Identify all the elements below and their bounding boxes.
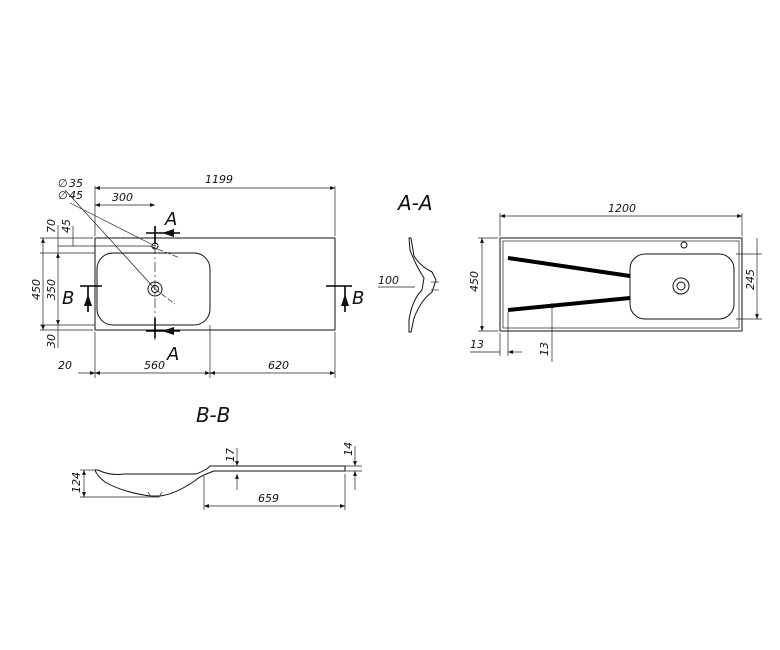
bottom-view: 1200 450 245 13 13 bbox=[468, 202, 762, 362]
dim-30: 30 bbox=[45, 334, 58, 348]
dim-14: 14 bbox=[342, 442, 355, 456]
diameter-symbol-45: ∅ bbox=[58, 189, 68, 202]
top-view: 1199 300 ∅ 35 ∅ 45 450 350 70 45 30 bbox=[30, 173, 364, 378]
dim-560: 560 bbox=[144, 359, 165, 372]
section-marker-a-bottom: A bbox=[166, 344, 179, 365]
diameter-symbol-35: ∅ bbox=[58, 177, 68, 190]
section-a-a: A-A 100 bbox=[378, 191, 439, 333]
section-b-b-title: B-B bbox=[196, 403, 230, 427]
dim-450-bottom: 450 bbox=[468, 271, 481, 292]
bottom-view-outline bbox=[499, 237, 743, 332]
bottom-view-bowl bbox=[629, 253, 735, 320]
support-rail-bottom bbox=[507, 296, 631, 312]
dim-70: 70 bbox=[45, 219, 58, 233]
section-marker-a-top: A bbox=[164, 209, 177, 230]
top-view-outline bbox=[94, 237, 336, 331]
dim-45-diameter: 45 bbox=[69, 189, 83, 202]
support-rail-top bbox=[507, 256, 631, 278]
dim-350: 350 bbox=[45, 279, 58, 300]
section-a-a-profile bbox=[408, 237, 437, 333]
dim-13-horizontal: 13 bbox=[470, 338, 484, 351]
dim-13-vertical: 13 bbox=[538, 342, 551, 356]
dim-45: 45 bbox=[60, 219, 73, 233]
dim-1200: 1200 bbox=[608, 202, 636, 215]
dim-659: 659 bbox=[258, 492, 279, 505]
bottom-drain-inner bbox=[676, 281, 686, 291]
dim-35: 35 bbox=[69, 177, 83, 190]
dim-620: 620 bbox=[268, 359, 289, 372]
section-marker-b-right: B bbox=[352, 288, 364, 309]
dim-450-top: 450 bbox=[30, 279, 43, 300]
dim-17: 17 bbox=[224, 448, 237, 462]
bottom-drain-outer bbox=[672, 277, 690, 295]
dim-1199: 1199 bbox=[205, 173, 233, 186]
bottom-faucet-hole bbox=[680, 241, 688, 249]
bottom-view-inner bbox=[502, 240, 740, 329]
section-a-a-title: A-A bbox=[396, 191, 433, 215]
section-b-b: B-B 124 17 14 659 bbox=[70, 403, 362, 510]
section-b-b-profile bbox=[94, 465, 346, 497]
dim-245: 245 bbox=[744, 269, 757, 290]
dim-124: 124 bbox=[70, 472, 83, 493]
dim-100: 100 bbox=[378, 274, 399, 287]
section-marker-b-left: B bbox=[62, 288, 74, 309]
top-view-bowl bbox=[96, 252, 211, 326]
dim-20: 20 bbox=[58, 359, 72, 372]
dim-300: 300 bbox=[112, 191, 133, 204]
